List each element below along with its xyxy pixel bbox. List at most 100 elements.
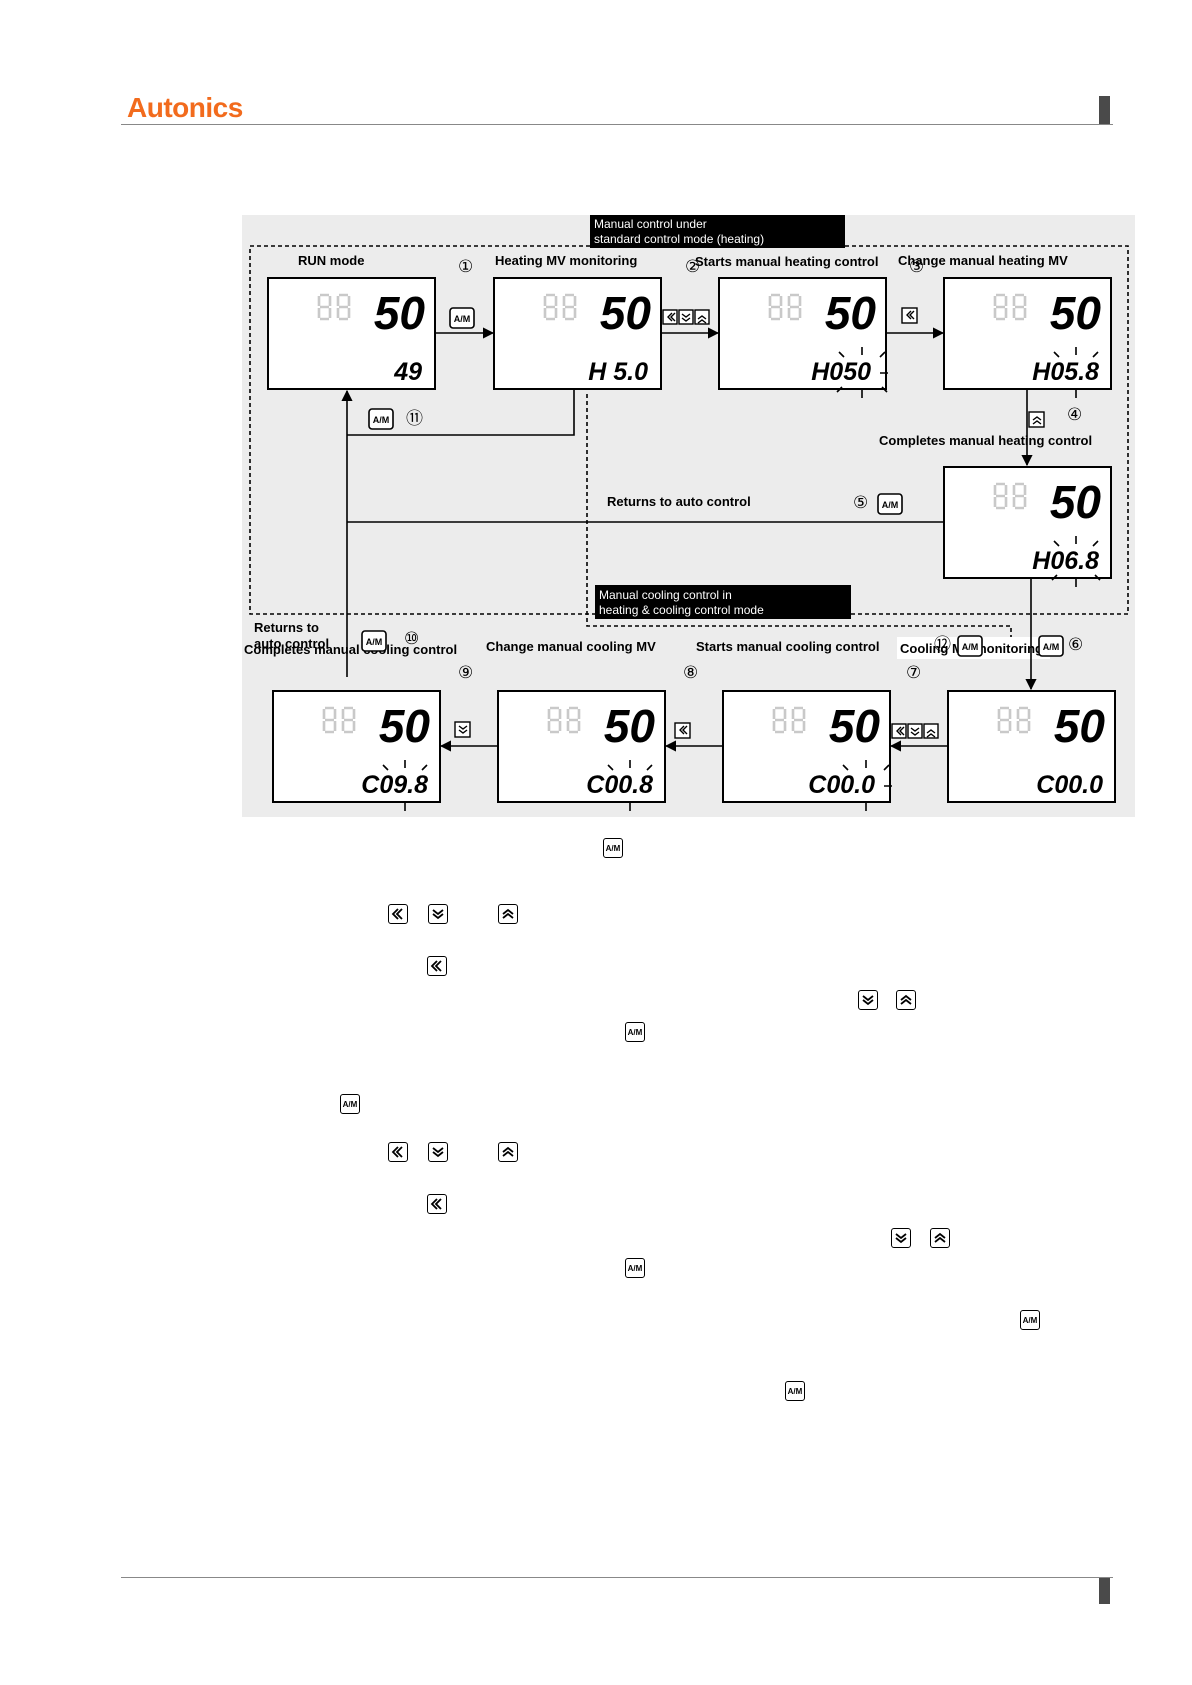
heat-mon-pv: 50 <box>600 287 652 339</box>
am-key-12: A/M <box>957 635 983 657</box>
cool-done-pv: 50 <box>379 700 431 752</box>
down-arrow-icon <box>432 1147 444 1158</box>
step-2: ② <box>685 257 700 276</box>
cooling-mode-label-2: heating & cooling control mode <box>599 603 764 617</box>
svg-text:A/M: A/M <box>882 500 899 510</box>
panel-cooling-mv-monitoring: 50 C00.0 <box>947 690 1116 803</box>
svg-text:A/M: A/M <box>454 314 471 324</box>
returns-auto-label-2b: auto control <box>254 636 329 651</box>
step-10: ⑩ <box>404 629 419 648</box>
am-key-inline: A/M <box>625 1258 645 1278</box>
run-mode-title: RUN mode <box>298 253 364 268</box>
shift-left-icon <box>906 310 915 320</box>
footer-tab-marker <box>1099 1578 1110 1604</box>
panel-heating-mv-monitoring: 50 H 5.0 <box>493 277 662 390</box>
panel-run-mode: 50 49 <box>267 277 436 390</box>
step-12: ⑫ <box>934 635 951 654</box>
am-key-10: A/M <box>361 630 387 652</box>
shift-left-icon <box>430 1198 442 1210</box>
down-arrow-icon <box>895 1233 907 1244</box>
cool-mon-pv: 50 <box>1054 700 1106 752</box>
step-7: ⑦ <box>906 663 921 682</box>
cool-change-sv: C00.8 <box>586 771 653 799</box>
up-key-4 <box>1028 411 1045 428</box>
shift-left-icon <box>679 725 688 735</box>
shift-left-icon <box>391 1146 403 1158</box>
shift-key-inline <box>427 956 447 976</box>
run-pv: 50 <box>374 287 426 339</box>
step-1: ① <box>458 257 473 276</box>
panel-change-manual-cooling: 50 C00.8 <box>497 690 666 811</box>
shift-key-inline <box>388 1142 408 1162</box>
cool-start-pv: 50 <box>829 700 881 752</box>
heat-start-sv: H050 <box>811 358 871 386</box>
step-4: ④ <box>1067 405 1082 424</box>
shift-left-icon <box>391 908 403 920</box>
down-key-inline <box>428 904 448 924</box>
brand-logo: Autonics <box>127 92 243 123</box>
am-key-5: A/M <box>877 493 903 515</box>
panel-completes-manual-cooling: 50 C09.8 <box>272 690 441 811</box>
shift-left-icon <box>667 312 676 322</box>
heat-done-pv: 50 <box>1050 476 1102 528</box>
down-key-inline <box>891 1228 911 1248</box>
step-6: ⑥ <box>1068 635 1083 654</box>
step-3: ③ <box>909 257 924 276</box>
shift-left-icon <box>896 726 905 736</box>
heat-mon-title: Heating MV monitoring <box>495 253 637 268</box>
cool-start-title: Starts manual cooling control <box>696 639 879 654</box>
up-arrow-icon <box>502 908 514 919</box>
standard-mode-label-2: standard control mode (heating) <box>594 232 764 246</box>
down-arrow-icon <box>681 313 691 322</box>
up-key-inline <box>930 1228 950 1248</box>
panel-change-manual-heating: 50 H05.8 <box>943 277 1112 398</box>
am-key-1: A/M <box>449 307 475 329</box>
heat-change-pv: 50 <box>1050 287 1102 339</box>
am-key-inline: A/M <box>603 838 623 858</box>
shift-key-3 <box>901 307 918 324</box>
returns-auto-label-2a: Returns to <box>254 620 319 635</box>
panel-completes-manual-heating: 50 H06.8 <box>943 466 1112 587</box>
heat-mon-sv: H 5.0 <box>588 358 648 386</box>
heat-change-sv: H05.8 <box>1032 358 1099 386</box>
shift-key-8 <box>674 722 691 739</box>
standard-mode-label-box <box>590 214 845 248</box>
up-arrow-icon <box>900 994 912 1005</box>
up-arrow-icon <box>697 315 707 324</box>
shift-keys-7 <box>891 723 939 739</box>
step-5: ⑤ <box>853 493 868 512</box>
svg-text:A/M: A/M <box>1043 642 1060 652</box>
svg-text:A/M: A/M <box>373 415 390 425</box>
step-9: ⑨ <box>458 663 473 682</box>
manual-control-flow-diagram: Manual control under standard control mo… <box>242 214 1135 817</box>
heat-change-title: Change manual heating MV <box>898 253 1068 268</box>
down-arrow-icon <box>862 995 874 1006</box>
heat-start-pv: 50 <box>825 287 877 339</box>
am-key-11: A/M <box>368 408 394 430</box>
header-rule <box>121 124 1113 125</box>
cooling-mode-label-1: Manual cooling control in <box>599 588 732 602</box>
heat-start-title: Starts manual heating control <box>695 254 878 269</box>
down-key-inline <box>858 990 878 1010</box>
arrow-11 <box>347 389 575 436</box>
cooling-mode-label-box <box>595 585 851 619</box>
heat-done-title: Completes manual heating control <box>879 433 1092 448</box>
cool-change-title: Change manual cooling MV <box>486 639 656 654</box>
cool-mon-sv: C00.0 <box>1036 771 1103 799</box>
down-arrow-icon <box>432 909 444 920</box>
up-key-inline <box>896 990 916 1010</box>
step-8: ⑧ <box>683 663 698 682</box>
panel-starts-manual-heating: 50 H050 <box>718 277 888 398</box>
up-arrow-icon <box>934 1232 946 1243</box>
svg-text:A/M: A/M <box>366 637 383 647</box>
am-key-inline: A/M <box>340 1094 360 1114</box>
cool-done-sv: C09.8 <box>361 771 428 799</box>
header-tab-marker <box>1099 96 1110 124</box>
up-key-inline <box>498 1142 518 1162</box>
cool-start-sv: C00.0 <box>808 771 875 799</box>
up-arrow-icon <box>502 1146 514 1157</box>
returns-auto-label: Returns to auto control <box>607 494 751 509</box>
down-arrow-icon <box>910 727 920 736</box>
am-key-inline: A/M <box>785 1381 805 1401</box>
run-sv: 49 <box>393 358 422 386</box>
